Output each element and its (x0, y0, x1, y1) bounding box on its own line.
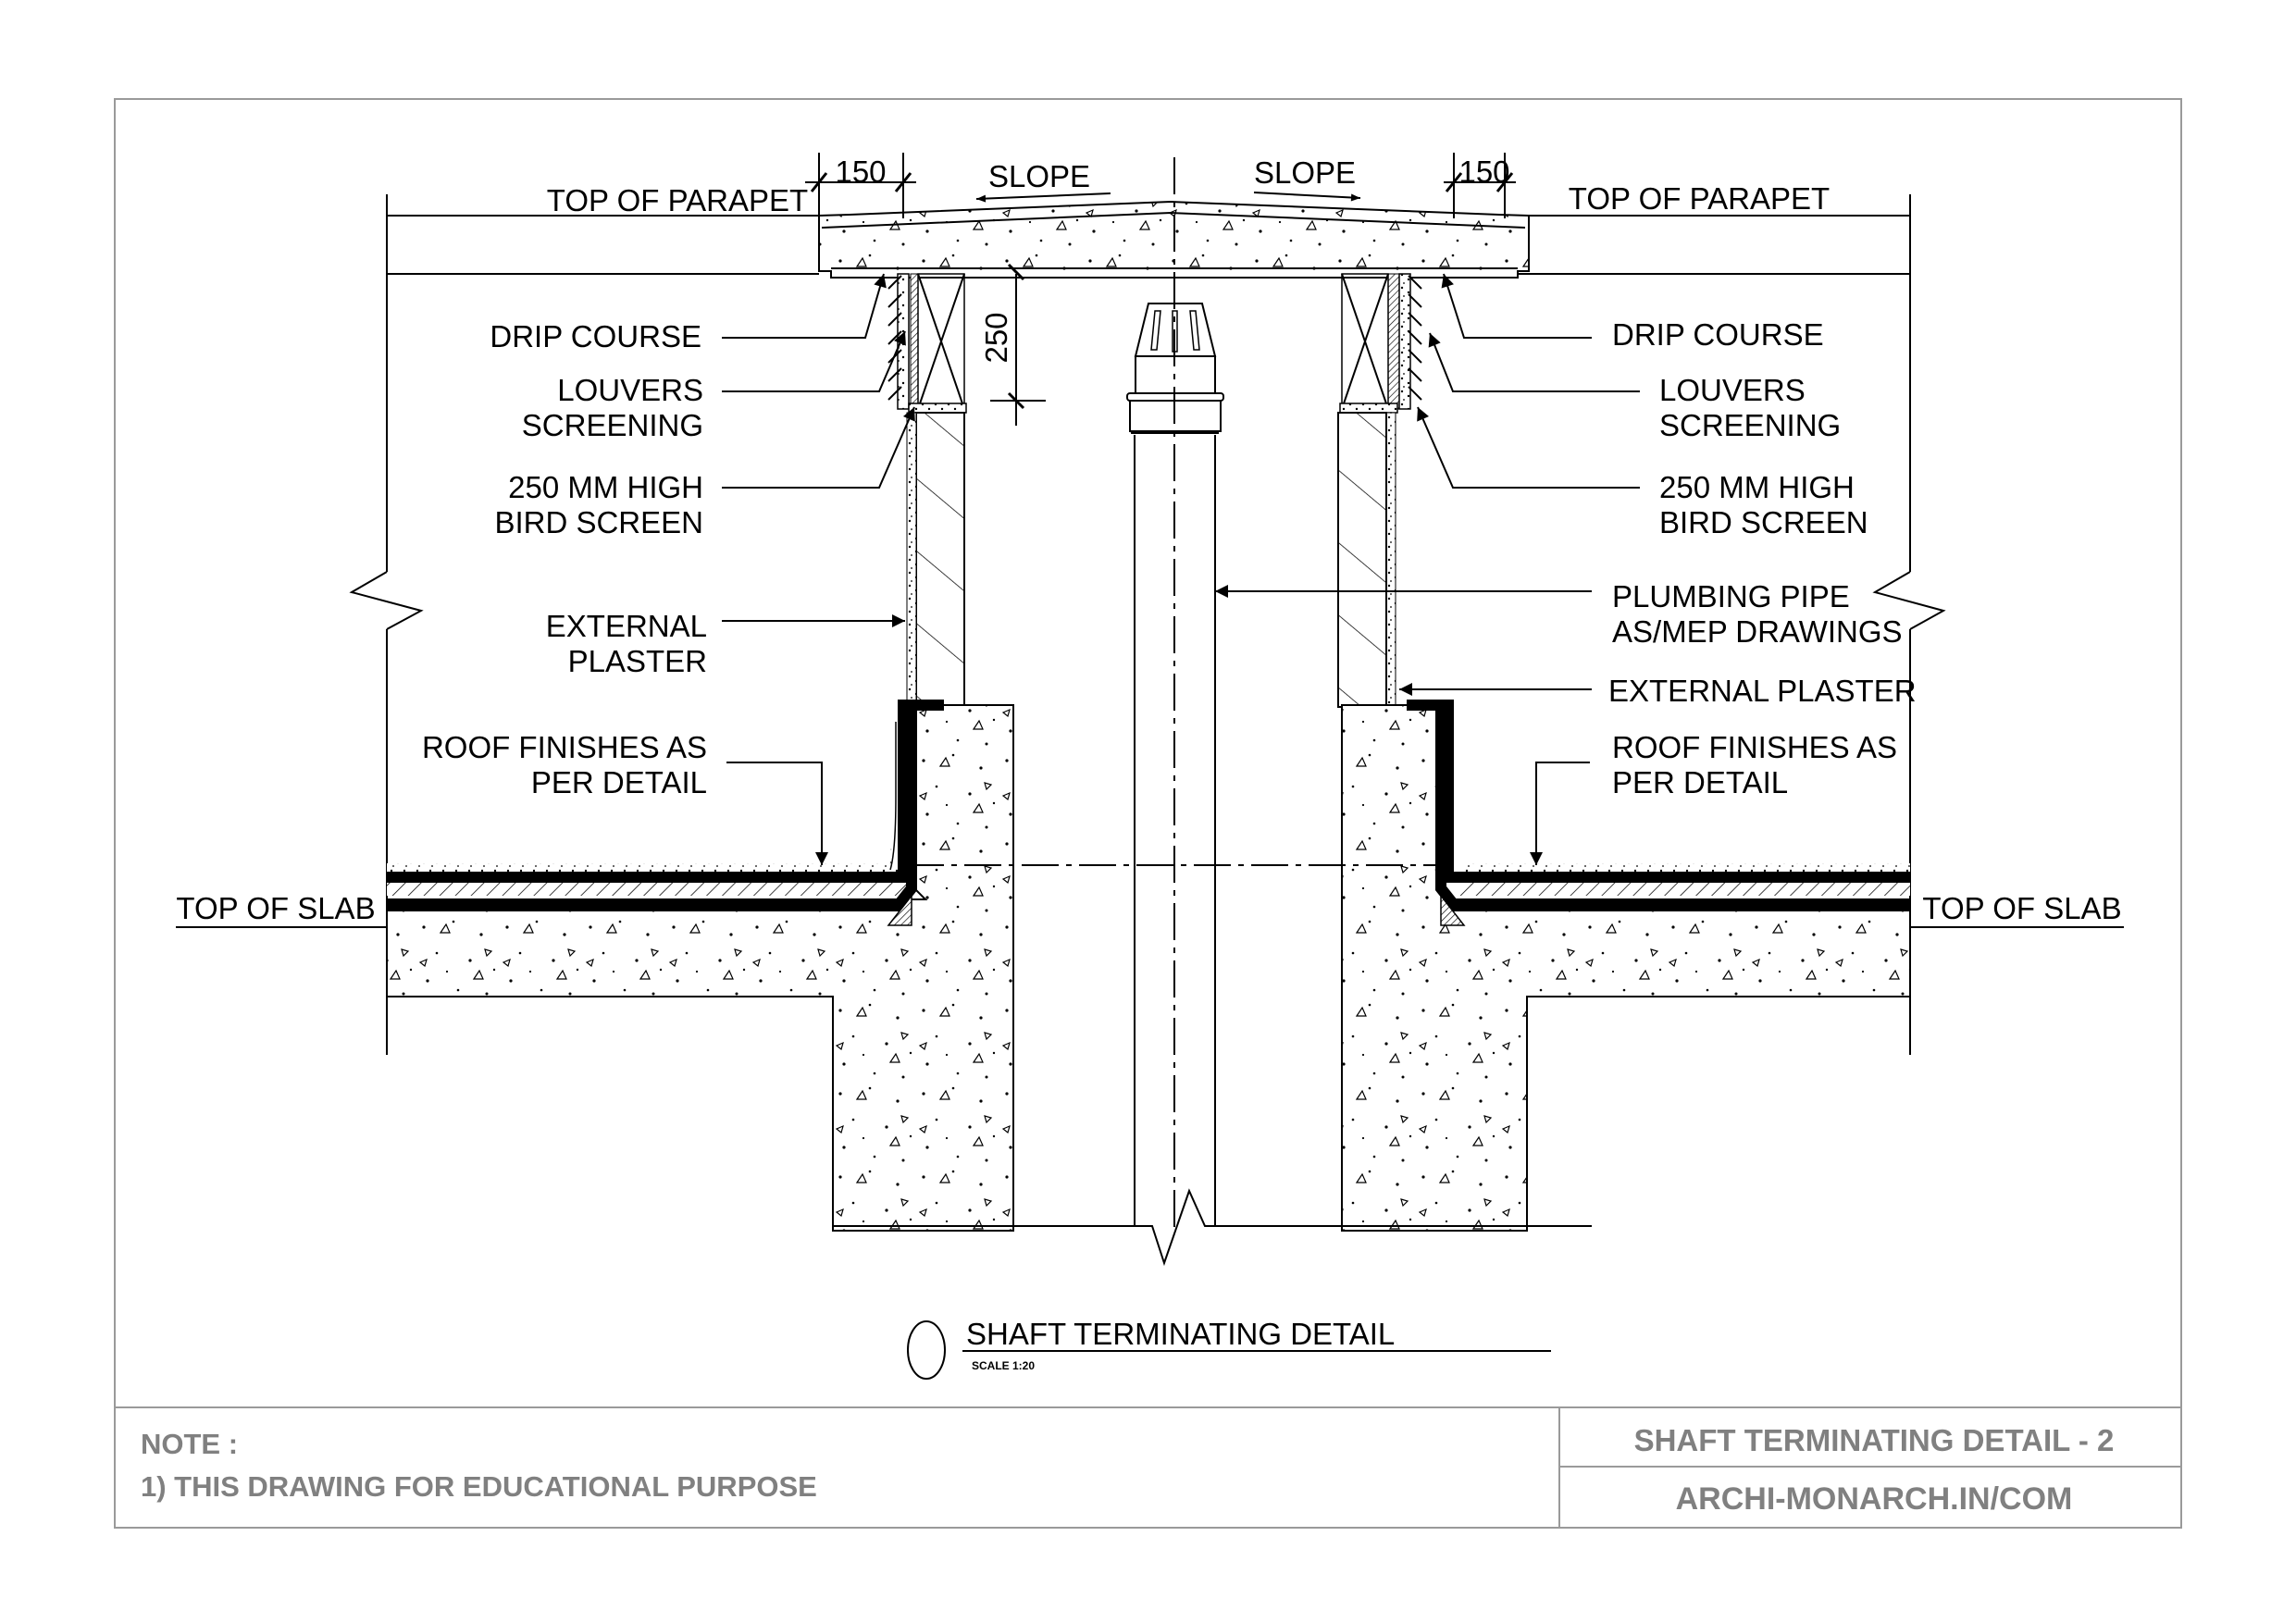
right-parapet-dimension: 150 (1458, 155, 1509, 189)
left-fillet (887, 893, 912, 926)
left-top-of-slab-label: TOP OF SLAB (176, 891, 375, 925)
right-louver-cross (1341, 273, 1389, 410)
dimensions: 150 150 250 SLOPE SLOPE (805, 153, 1516, 426)
left-louvers-leader (722, 330, 906, 392)
left-louver-cross (917, 273, 965, 410)
right-break-symbol (1872, 571, 1946, 630)
right-top-of-slab-label: TOP OF SLAB (1922, 891, 2121, 925)
left-roof-finish-label-2: PER DETAIL (531, 765, 707, 799)
right-slope-arrow (1253, 192, 1361, 202)
left-drip-course-label: DRIP COURSE (490, 319, 701, 353)
right-screed-layer (1460, 881, 1910, 896)
structure (176, 157, 2124, 1267)
right-roof-finish-label-1: ROOF FINISHES AS (1612, 730, 1897, 764)
right-louver-frame (1398, 273, 1411, 410)
right-louver-blades (1408, 275, 1422, 401)
right-plumbing-pipe-label-1: PLUMBING PIPE (1612, 579, 1850, 613)
left-bird-screen-leader (722, 406, 915, 489)
left-upper-waterproofing (387, 700, 944, 883)
right-roof-finish-label-2: PER DETAIL (1612, 765, 1788, 799)
left-slope-label: SLOPE (988, 159, 1090, 193)
left-bird-screen-label-2: BIRD SCREEN (494, 505, 703, 539)
right-louvers-label-2: SCREENING (1659, 408, 1841, 442)
right-sill (1339, 403, 1398, 414)
left-top-of-parapet-label: TOP OF PARAPET (547, 183, 808, 217)
sheet-border (114, 98, 2182, 1529)
right-fillet (1440, 893, 1466, 926)
left-external-plaster-label-2: PLASTER (568, 644, 707, 678)
left-parapet-dimension: 150 (835, 155, 886, 189)
left-roof-finish-leader (726, 762, 828, 865)
right-callouts: DRIP COURSE LOUVERS SCREENING 250 MM HIG… (1215, 273, 1917, 865)
left-louvers-label-1: LOUVERS (557, 373, 703, 407)
left-roof-finish-label-1: ROOF FINISHES AS (422, 730, 707, 764)
right-plumbing-pipe-label-2: AS/MEP DRAWINGS (1612, 614, 1903, 649)
coping-plaster-line (821, 211, 1526, 229)
louver-height-dimension: 250 (979, 312, 1013, 363)
left-drip-course-leader (722, 273, 887, 339)
left-lower-waterproofing (387, 711, 917, 911)
left-upstand-plaster (889, 722, 897, 871)
left-louvers-label-2: SCREENING (522, 408, 703, 442)
left-rcc-slab-and-upstand (386, 704, 1014, 1232)
right-lower-waterproofing (1435, 711, 1910, 911)
left-slope-arrow (975, 192, 1111, 203)
right-louvers-label-1: LOUVERS (1659, 373, 1806, 407)
right-roof-finish-leader (1530, 762, 1590, 865)
left-sill (908, 403, 967, 414)
right-bird-screen-label-1: 250 MM HIGH (1659, 470, 1855, 504)
right-slope-label: SLOPE (1254, 155, 1356, 190)
note-heading: NOTE : (141, 1428, 238, 1460)
left-callouts: DRIP COURSE LOUVERS SCREENING 250 MM HIG… (422, 273, 915, 865)
right-bird-screen (1387, 273, 1400, 410)
right-external-plaster-label: EXTERNAL PLASTER (1608, 674, 1917, 708)
left-bird-screen (910, 273, 919, 410)
left-brick-wall (915, 412, 965, 708)
left-external-plaster (906, 412, 917, 708)
right-top-of-parapet-label: TOP OF PARAPET (1569, 181, 1830, 216)
right-bird-screen-label-2: BIRD SCREEN (1659, 505, 1868, 539)
right-upper-waterproofing (1407, 700, 1910, 883)
right-drip-course-leader (1441, 273, 1592, 339)
left-external-plaster-label-1: EXTERNAL (546, 609, 707, 643)
left-break-symbol (349, 571, 424, 630)
right-bird-screen-leader (1417, 406, 1640, 489)
left-screed-layer (387, 881, 907, 896)
left-bird-screen-label-1: 250 MM HIGH (508, 470, 703, 504)
website-label[interactable]: ARCHI-MONARCH.IN/COM (1676, 1481, 2073, 1517)
detail-reference-bubble (907, 1320, 946, 1380)
sheet-title: SHAFT TERMINATING DETAIL - 2 (1634, 1423, 2115, 1457)
drawing-scale: SCALE 1:20 (972, 1359, 1035, 1372)
right-external-plaster (1385, 412, 1396, 708)
note-item-1: 1) THIS DRAWING FOR EDUCATIONAL PURPOSE (141, 1470, 817, 1503)
right-brick-wall (1337, 412, 1387, 708)
right-drip-course-label: DRIP COURSE (1612, 317, 1824, 352)
right-louvers-leader (1428, 332, 1640, 392)
drawing-title: SHAFT TERMINATING DETAIL (966, 1317, 1395, 1351)
drawing-title-block: SHAFT TERMINATING DETAIL SCALE 1:20 (907, 1317, 1551, 1380)
bottom-break-line (833, 1188, 1592, 1267)
